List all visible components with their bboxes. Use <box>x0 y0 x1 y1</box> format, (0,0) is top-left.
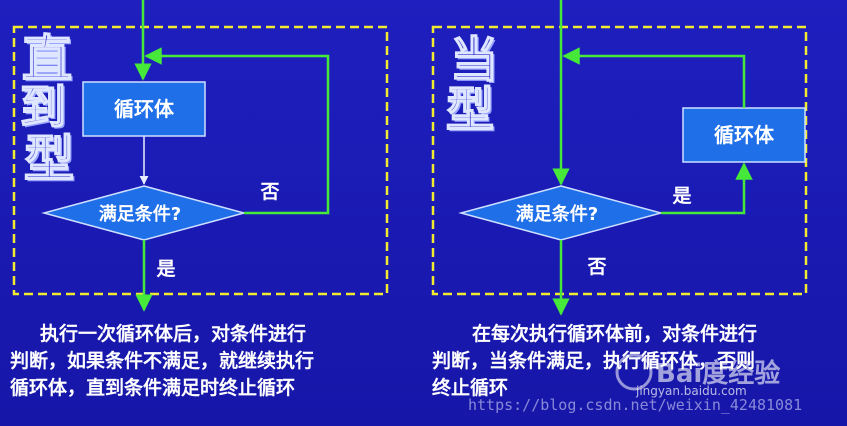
baidu-jingyan-watermark-logo: Bai度经验 <box>615 353 780 391</box>
until-loop-body-label: 循环体 <box>114 97 175 121</box>
while-description-line-3: 终止循环 <box>432 377 509 399</box>
while-condition-label: 满足条件? <box>516 203 598 225</box>
until-title-char-2: 到 <box>19 80 67 134</box>
while-yes-label: 是 <box>672 185 691 207</box>
watermark-url: https://blog.csdn.net/weixin_42481081 <box>468 396 803 414</box>
until-no-label: 否 <box>259 181 279 203</box>
until-loop-body-box <box>82 81 206 137</box>
until-yes-label: 是 <box>156 258 175 280</box>
watermark-logo-subtitle: jingyan.baidu.com <box>636 384 747 398</box>
while-loop-body-box <box>682 107 806 163</box>
until-title-char-3: 型 <box>23 129 75 188</box>
until-description-line-3: 循环体，直到条件满足时终止循环 <box>10 377 296 399</box>
while-description-line-2: 判断，当条件满足，执行循环体，否则 <box>432 350 756 372</box>
while-loop-frame <box>431 25 808 296</box>
until-description-line-1: 执行一次循环体后，对条件进行 <box>40 323 307 345</box>
until-description-line-2: 判断，如果条件不满足，就继续执行 <box>10 350 315 372</box>
while-loop-body-label: 循环体 <box>714 123 775 147</box>
while-title-char-1: 当 <box>449 32 499 88</box>
until-no-branch-arrow <box>144 47 330 215</box>
while-description: 在每次执行循环体前，对条件进行 判断，当条件满足，执行循环体，否则 终止循环 <box>432 321 757 402</box>
while-no-label: 否 <box>586 256 606 278</box>
until-description: 执行一次循环体后，对条件进行 判断，如果条件不满足，就继续执行 循环体，直到条件… <box>10 321 314 402</box>
until-condition-label: 满足条件? <box>99 203 181 225</box>
until-title-char-1: 直 <box>21 29 73 88</box>
while-title-char-2: 型 <box>445 82 495 138</box>
watermark-logo-text: Bai度经验 <box>656 358 780 389</box>
while-yes-branch-arrow <box>661 162 753 215</box>
until-loop-frame <box>12 25 389 296</box>
while-description-line-1: 在每次执行循环体前，对条件进行 <box>472 323 758 345</box>
while-return-arrow <box>562 47 746 108</box>
